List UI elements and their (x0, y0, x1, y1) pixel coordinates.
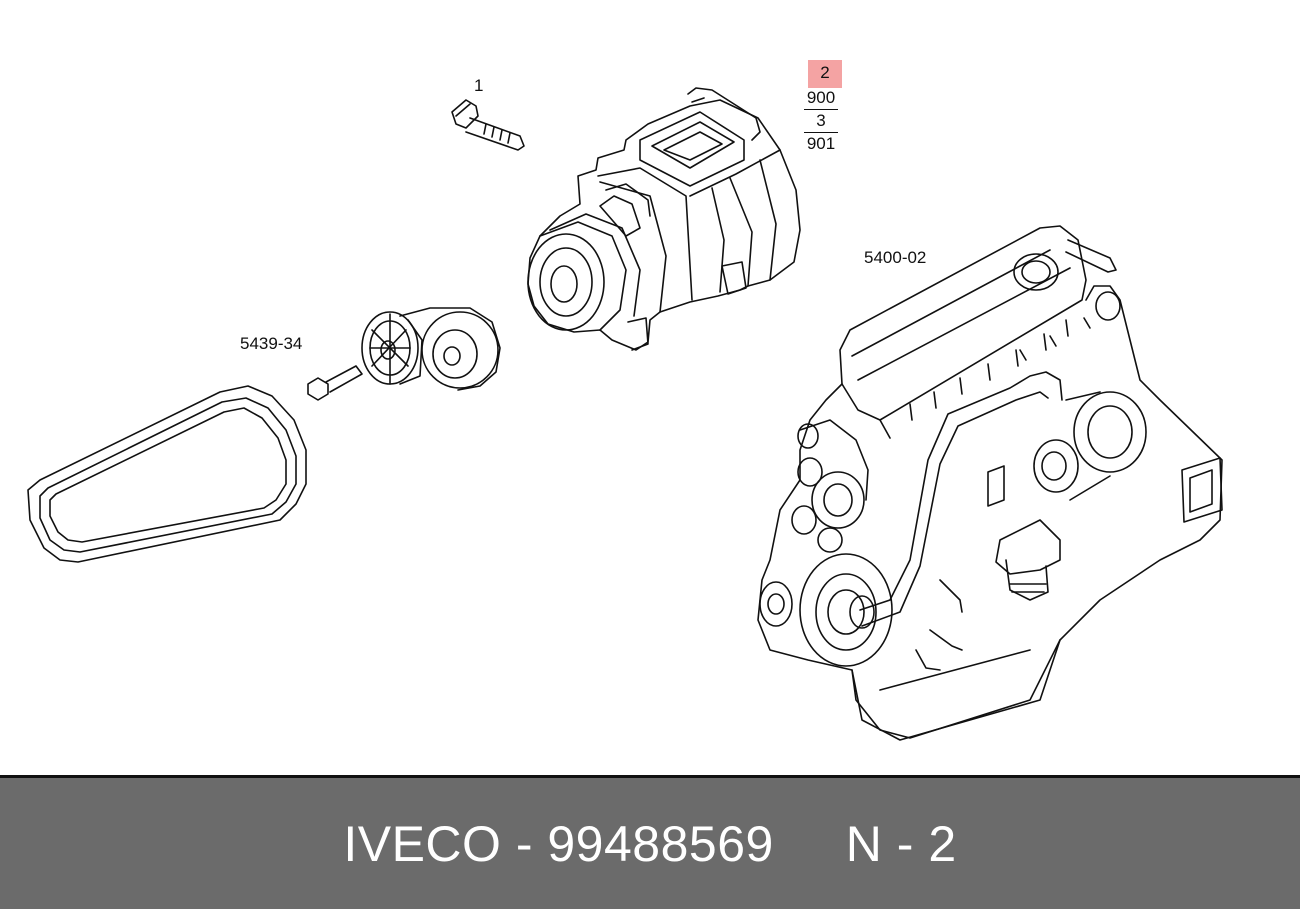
footer-divider (0, 775, 1300, 778)
engine-assembly[interactable] (757, 225, 1223, 741)
part-number-caption: IVECO - 99488569 N - 2 (343, 815, 957, 872)
callout-label-engine: 5400-02 (864, 248, 927, 267)
drive-belt[interactable] (27, 385, 307, 563)
ac-compressor-part-2[interactable] (527, 87, 801, 351)
ref-divider (804, 109, 838, 110)
ref-code-top: 900 (806, 88, 836, 107)
diagram-drawing (27, 87, 1223, 741)
footer-bar: IVECO - 99488569 N - 2 (0, 778, 1300, 909)
ref-code-bottom: 901 (806, 134, 836, 153)
ref-item-highlighted[interactable]: 2 (808, 60, 842, 88)
callout-label-bolt: 1 (474, 76, 484, 95)
ref-divider (804, 132, 838, 133)
bolt-part-1[interactable] (451, 99, 525, 151)
belt-tensioner-assembly[interactable] (361, 307, 501, 391)
callout-label-tensioner: 5439-34 (240, 334, 303, 353)
tensioner-bolt[interactable] (307, 365, 363, 401)
ref-item-bottom: 3 (816, 111, 826, 130)
exploded-parts-diagram: 1 5400-02 5439-34 2 900 3 901 (27, 60, 1223, 741)
